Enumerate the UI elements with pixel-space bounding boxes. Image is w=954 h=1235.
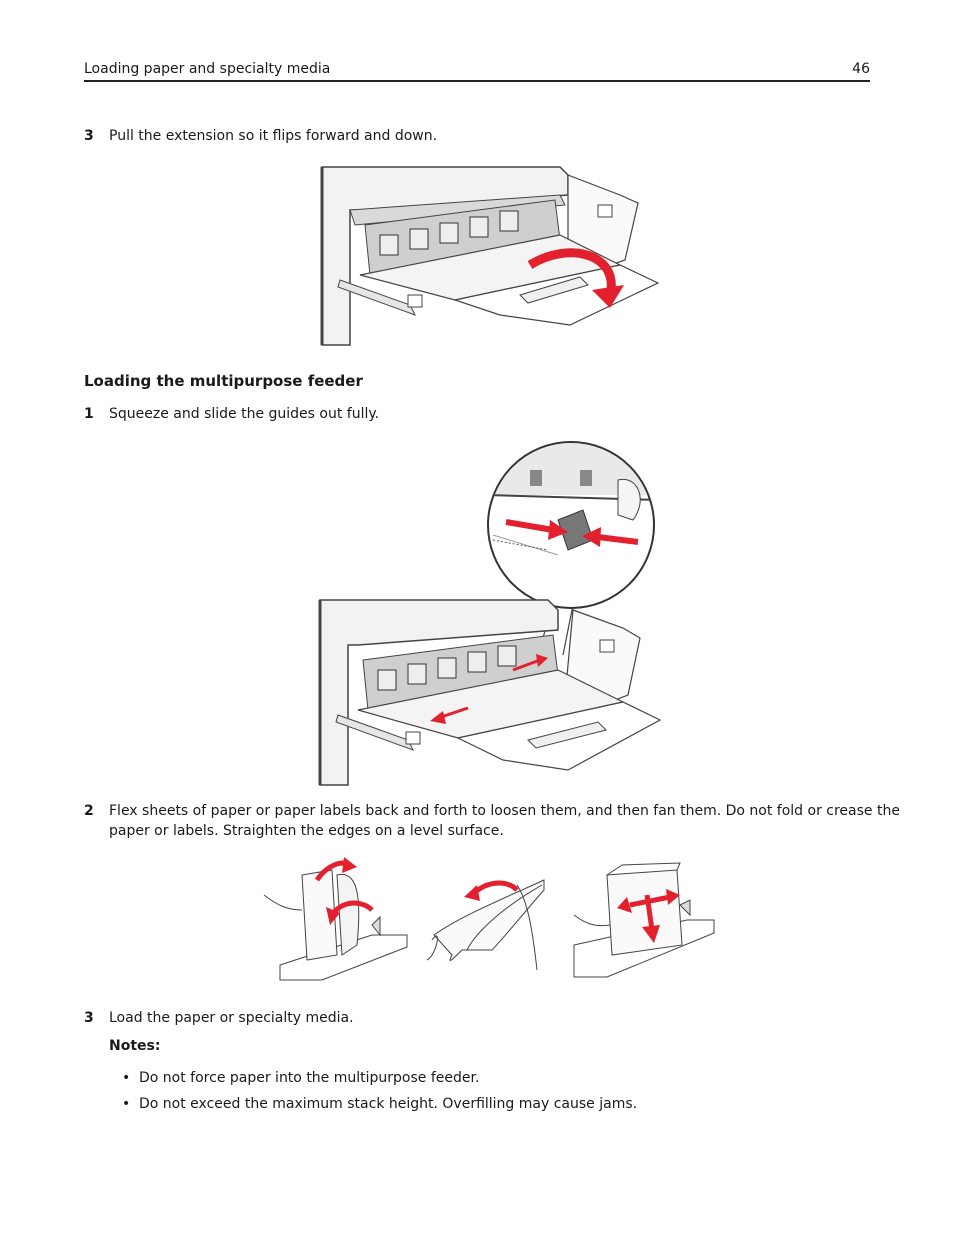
step-text-line-1: Flex sheets of paper or paper labels bac… bbox=[109, 803, 900, 819]
intro-step: 3 Pull the extension so it flips forward… bbox=[84, 126, 870, 146]
step-3: 3 Load the paper or specialty media. bbox=[84, 1008, 870, 1028]
step-number: 1 bbox=[84, 406, 94, 422]
straighten-panel bbox=[573, 862, 715, 978]
bullet-icon: • bbox=[122, 1070, 131, 1086]
note-text: Do not force paper into the multipurpose… bbox=[139, 1070, 480, 1086]
note-item: • Do not exceed the maximum stack height… bbox=[122, 1096, 822, 1116]
note-text: Do not exceed the maximum stack height. … bbox=[139, 1096, 638, 1112]
step-1: 1 Squeeze and slide the guides out fully… bbox=[84, 404, 870, 424]
section-heading: Loading the multipurpose feeder bbox=[84, 372, 363, 390]
step-text-line-2: paper or labels. Straighten the edges on… bbox=[109, 823, 504, 839]
guides-illustration bbox=[318, 441, 662, 786]
flex-panel bbox=[263, 857, 408, 981]
bullet-icon: • bbox=[122, 1096, 131, 1112]
notes-label: Notes: bbox=[109, 1038, 161, 1054]
header-divider bbox=[84, 80, 870, 82]
step-number: 2 bbox=[84, 803, 94, 819]
note-item: • Do not force paper into the multipurpo… bbox=[122, 1070, 822, 1090]
step-text: Load the paper or specialty media. bbox=[109, 1010, 354, 1026]
step-2: 2 Flex sheets of paper or paper labels b… bbox=[84, 801, 900, 841]
fan-panel bbox=[426, 879, 545, 971]
extension-flip-illustration bbox=[320, 166, 660, 346]
page-header-title: Loading paper and specialty media bbox=[84, 61, 331, 77]
page-number: 46 bbox=[852, 61, 870, 77]
step-text: Squeeze and slide the guides out fully. bbox=[109, 406, 380, 422]
step-text: Pull the extension so it flips forward a… bbox=[109, 128, 438, 144]
paper-flex-illustration bbox=[263, 857, 715, 981]
step-number: 3 bbox=[84, 1010, 94, 1026]
step-number: 3 bbox=[84, 128, 94, 144]
